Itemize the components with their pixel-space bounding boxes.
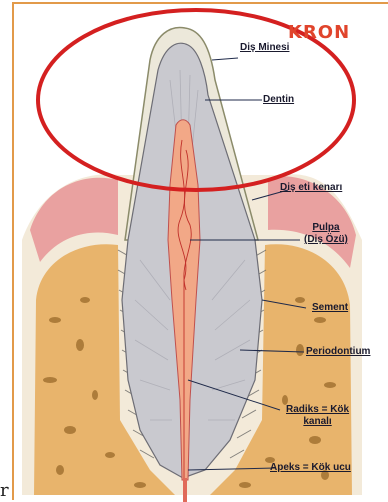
label-enamel: Diş Minesi: [240, 42, 289, 54]
label-periodontium: Periodontium: [306, 346, 370, 358]
label-pulp: Pulpa (Diş Özü): [304, 222, 348, 246]
top-border-line: [12, 2, 388, 4]
label-root-canal-line1: Radiks = Kök: [286, 404, 349, 416]
label-gingival-margin: Diş eti kenarı: [280, 182, 342, 194]
left-border-line: [12, 2, 14, 500]
label-pulp-line2: (Diş Özü): [304, 234, 348, 246]
label-apex: Apeks = Kök ucu: [270, 462, 351, 474]
label-root-canal: Radiks = Kök kanalı: [286, 404, 349, 428]
label-root-canal-line2: kanalı: [286, 416, 349, 428]
label-dentin: Dentin: [263, 94, 294, 106]
stray-mark: r: [0, 480, 9, 501]
label-cementum: Sement: [312, 302, 348, 314]
label-pulp-line1: Pulpa: [304, 222, 348, 234]
apex-canal: [183, 478, 187, 502]
crown-title: KRON: [288, 22, 350, 43]
